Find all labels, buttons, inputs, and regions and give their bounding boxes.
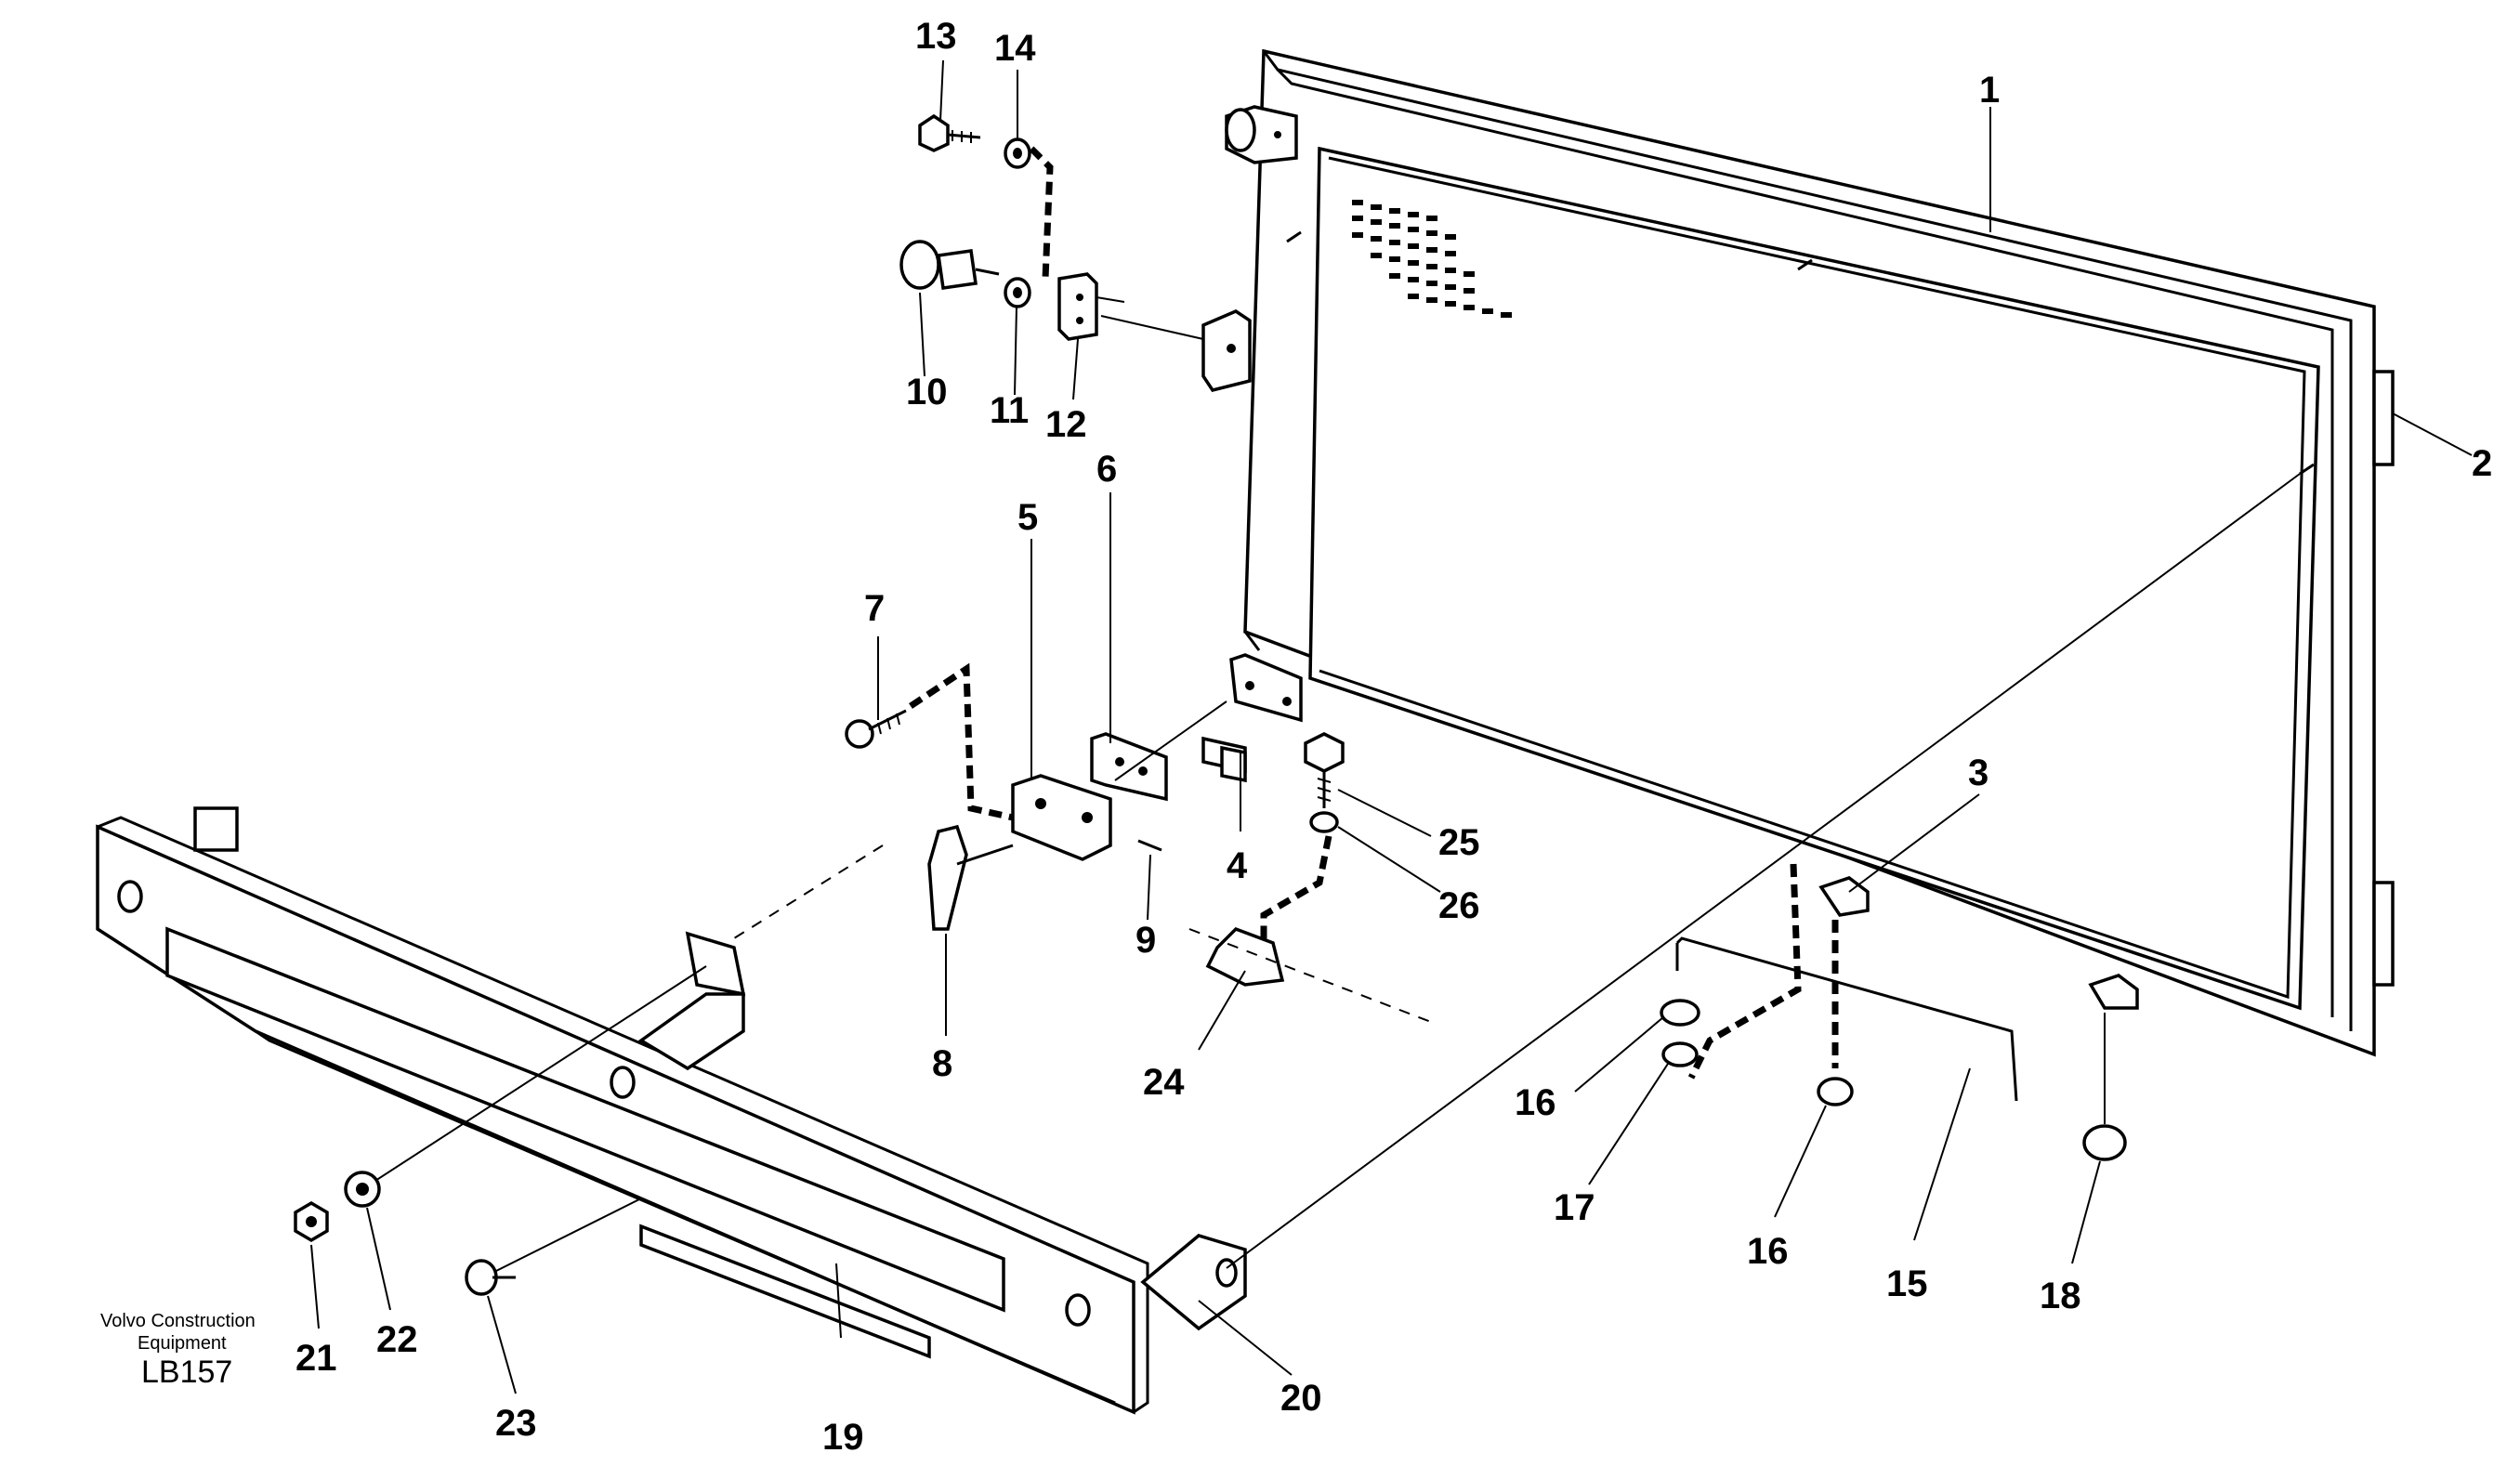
callout-10: 10 <box>906 372 948 412</box>
callout-14: 14 <box>994 28 1036 69</box>
upper-fasteners <box>899 113 1204 341</box>
callout-17: 17 <box>1554 1187 1595 1228</box>
callout-18: 18 <box>2040 1276 2081 1316</box>
hinge-upper <box>2372 370 2395 466</box>
bolt-clip-assembly <box>1188 732 1432 1023</box>
callout-1: 1 <box>1979 70 2000 111</box>
callout-26: 26 <box>1438 885 1480 926</box>
right-fasteners <box>361 473 2301 1274</box>
publisher-credit: Volvo Construction Equipment LB157 <box>100 1311 256 1390</box>
callout-4: 4 <box>1227 845 1248 886</box>
callouts: 1 2 3 4 5 6 7 8 9 10 11 12 13 14 15 16 1… <box>295 16 2492 1458</box>
callout-16b: 16 <box>1747 1231 1789 1272</box>
panel-frame <box>1201 48 2395 1057</box>
credit-line-2: Equipment <box>138 1333 227 1354</box>
callout-15: 15 <box>1886 1263 1928 1304</box>
callout-23: 23 <box>495 1403 537 1444</box>
leader-lines <box>310 59 2473 1394</box>
callout-13: 13 <box>915 16 957 57</box>
callout-3: 3 <box>1968 753 1988 793</box>
callout-25: 25 <box>1438 822 1480 863</box>
callout-6: 6 <box>1096 449 1117 490</box>
callout-8: 8 <box>932 1043 952 1084</box>
loose-fasteners <box>294 1171 516 1296</box>
callout-11: 11 <box>990 390 1029 431</box>
callout-12: 12 <box>1045 404 1087 445</box>
callout-22: 22 <box>376 1319 418 1360</box>
hinge-lower <box>2372 881 2395 987</box>
callout-9: 9 <box>1135 920 1156 961</box>
callout-21: 21 <box>295 1338 337 1379</box>
grille-perforations <box>1352 200 1512 318</box>
callout-19: 19 <box>822 1417 864 1458</box>
latch-assembly <box>733 662 1247 939</box>
callout-2: 2 <box>2472 443 2492 484</box>
callout-7: 7 <box>864 588 885 629</box>
callout-20: 20 <box>1280 1378 1322 1419</box>
callout-5: 5 <box>1017 497 1038 538</box>
bottom-grille-bar <box>96 806 1247 1415</box>
drawing-code: LB157 <box>141 1355 232 1390</box>
credit-line-1: Volvo Construction <box>100 1311 256 1331</box>
callout-16a: 16 <box>1515 1082 1556 1123</box>
callout-24: 24 <box>1143 1062 1185 1103</box>
